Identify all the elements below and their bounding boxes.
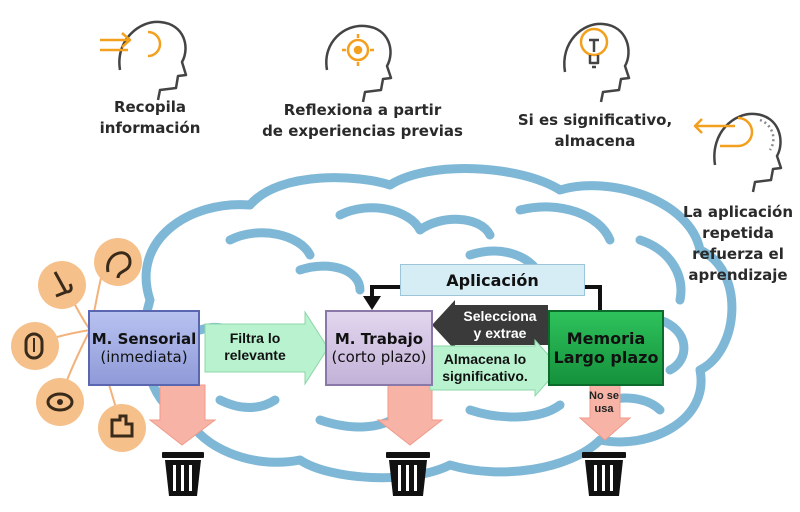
selecciona-label: Selecciona y extrae	[452, 308, 548, 342]
sensory-title: M. Sensorial	[91, 330, 197, 348]
almacena-line: Almacena lo	[443, 351, 527, 367]
tongue-icon	[11, 322, 59, 370]
head-arrow-in-icon	[100, 20, 188, 101]
filtra-line: relevante	[224, 347, 286, 363]
selecciona-arrow	[432, 300, 548, 350]
discard-arrows	[148, 384, 632, 446]
working-memory-box: M. Trabajo (corto plazo)	[325, 310, 433, 386]
step-line: La aplicación	[682, 203, 794, 221]
selecciona-line: y extrae	[473, 325, 527, 341]
head-lightbulb-icon	[563, 22, 631, 103]
long-term-memory-box: Memoria Largo plazo	[548, 310, 664, 386]
step-line: refuerza el	[692, 245, 784, 263]
sensory-memory-box: M. Sensorial (inmediata)	[88, 310, 200, 386]
hand-icon	[98, 404, 146, 452]
senses-cluster	[11, 238, 146, 452]
step-line: repetida	[702, 224, 774, 242]
ear-icon	[94, 238, 142, 286]
step-line: Recopila	[113, 98, 187, 116]
long-term-subtitle: Largo plazo	[553, 348, 659, 367]
filtra-line: Filtra lo	[229, 330, 281, 346]
step-line: información	[99, 119, 201, 137]
step-line: aprendizaje	[688, 266, 788, 284]
step-line: almacena	[554, 132, 636, 150]
no-se-usa-line: No se	[589, 390, 619, 402]
trash-cans	[162, 452, 626, 496]
step-line: Si es significativo,	[517, 111, 673, 129]
nose-icon	[38, 261, 86, 309]
long-term-title: Memoria	[566, 329, 646, 348]
trash-icon	[386, 452, 430, 496]
trash-icon	[162, 452, 204, 496]
step-label-recopila: Recopila información	[80, 97, 220, 139]
almacena-line: significativo.	[442, 368, 528, 384]
working-subtitle: (corto plazo)	[331, 348, 427, 366]
filtra-arrow	[204, 310, 329, 386]
almacena-label: Almacena lo significativo.	[430, 351, 540, 385]
step-label-significativo: Si es significativo, almacena	[510, 110, 680, 152]
aplicacion-label: Aplicación	[400, 264, 585, 296]
aplicacion-text: Aplicación	[446, 270, 539, 290]
no-se-usa-line: usa	[594, 403, 614, 415]
eye-icon	[36, 378, 84, 426]
no-se-usa-label: No se usa	[578, 390, 630, 416]
step-line: Reflexiona a partir	[283, 101, 442, 119]
trash-icon	[582, 452, 626, 496]
working-title: M. Trabajo	[334, 330, 424, 348]
sensory-subtitle: (inmediata)	[100, 348, 188, 366]
selecciona-line: Selecciona	[463, 308, 537, 324]
head-loop-arrow-icon	[693, 112, 783, 193]
step-line: de experiencias previas	[262, 122, 463, 140]
almacena-arrow	[429, 338, 561, 398]
step-label-reflexiona: Reflexiona a partir de experiencias prev…	[255, 100, 470, 142]
head-gear-icon	[325, 24, 393, 103]
step-label-aplicacion: La aplicación repetida refuerza el apren…	[676, 202, 800, 286]
filtra-label: Filtra lo relevante	[205, 330, 305, 364]
